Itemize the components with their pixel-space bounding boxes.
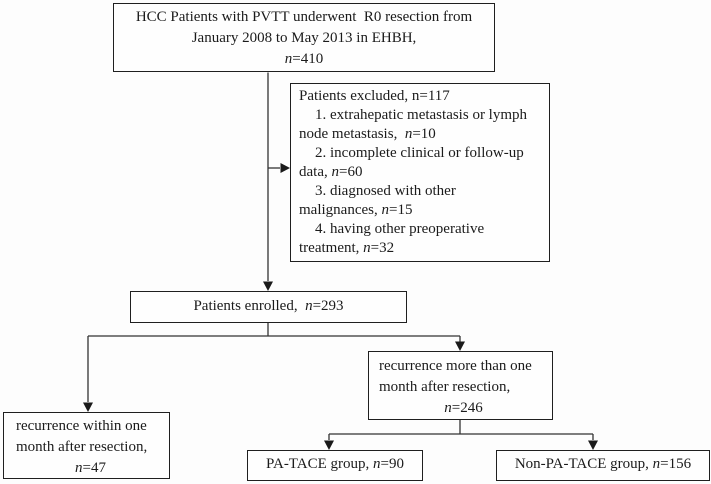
late-recurrence-n: n=246 <box>379 398 548 419</box>
excluded-item1-first: 1. extrahepatic metastasis or lymph <box>315 107 528 123</box>
connector-late-split <box>328 420 594 440</box>
patace-label: PA-TACE group, <box>266 456 374 472</box>
box-late-recurrence: recurrence more than one month after res… <box>368 351 553 420</box>
early-recurrence-line2: month after resection, <box>16 439 148 455</box>
enrolled-label: Patients enrolled, <box>193 298 306 314</box>
early-recurrence-line1: recurrence within one <box>16 418 147 434</box>
n-variable: n <box>75 460 83 476</box>
patace-text: PA-TACE group, n=90 <box>248 451 422 478</box>
enrolled-text: Patients enrolled, n=293 <box>131 292 406 320</box>
initial-cohort-n: n=410 <box>114 49 494 70</box>
initial-cohort-line1: HCC Patients with PVTT underwent R0 rese… <box>135 9 473 25</box>
arrowhead-into-excluded <box>280 163 290 173</box>
box-patients-excluded: Patients excluded, n=117 1. extrahepatic… <box>290 83 550 262</box>
arrowhead-into-patace <box>324 440 334 450</box>
n-variable: n <box>363 240 371 256</box>
n-variable: n <box>652 456 661 472</box>
n-value: =410 <box>292 51 324 67</box>
box-initial-cohort: HCC Patients with PVTT underwent R0 rese… <box>113 3 495 72</box>
non-patace-label: Non-PA-TACE group, <box>514 456 653 472</box>
excluded-item2-cont: data, n=60 <box>299 163 543 182</box>
n-value: =47 <box>82 460 106 476</box>
n-variable: n <box>373 456 381 472</box>
n-variable: n <box>404 126 413 142</box>
excluded-item2-first: 2. incomplete clinical or follow-up <box>315 145 524 161</box>
excluded-item1-text: node metastasis, <box>299 126 405 142</box>
excluded-item1-cont: node metastasis, n=10 <box>299 125 543 144</box>
box-patace-group: PA-TACE group, n=90 <box>247 450 423 481</box>
n-value: =15 <box>388 202 413 218</box>
n-variable: n <box>381 202 389 218</box>
excluded-item2-text: data, <box>299 164 332 180</box>
n-value: =60 <box>338 164 363 180</box>
late-recurrence-line2: month after resection, <box>379 379 511 395</box>
arrowhead-into-late-recurrence <box>455 341 465 351</box>
arrowhead-into-non-patace <box>588 440 598 450</box>
n-variable: n <box>444 400 452 416</box>
initial-cohort-line2: January 2008 to May 2013 in EHBH, <box>191 30 417 46</box>
excluded-item4-cont: treatment, n=32 <box>299 239 543 258</box>
n-value: =10 <box>412 126 436 142</box>
n-value: =246 <box>451 400 483 416</box>
excluded-item3-text: malignances, <box>299 202 382 218</box>
excluded-item4-first: 4. having other preoperative <box>315 221 485 237</box>
n-value: =32 <box>370 240 395 256</box>
arrowhead-into-early-recurrence <box>83 402 93 412</box>
excluded-item3-cont: malignances, n=15 <box>299 201 543 220</box>
n-value: =293 <box>312 298 344 314</box>
n-variable: n <box>284 51 293 67</box>
connector-enrolled-split <box>87 323 461 402</box>
excluded-item4-text: treatment, <box>299 240 364 256</box>
arrowhead-into-enrolled <box>263 281 273 291</box>
n-variable: n <box>305 298 313 314</box>
n-value: =156 <box>660 456 692 472</box>
n-value: =90 <box>380 456 404 472</box>
box-non-patace-group: Non-PA-TACE group, n=156 <box>496 450 710 481</box>
excluded-header: Patients excluded, n=117 <box>299 88 450 104</box>
non-patace-text: Non-PA-TACE group, n=156 <box>497 451 709 478</box>
excluded-item3-first: 3. diagnosed with other <box>315 183 456 199</box>
early-recurrence-n: n=47 <box>16 458 165 479</box>
box-patients-enrolled: Patients enrolled, n=293 <box>130 291 407 323</box>
box-early-recurrence: recurrence within one month after resect… <box>3 412 170 479</box>
n-variable: n <box>331 164 339 180</box>
late-recurrence-line1: recurrence more than one <box>379 358 532 374</box>
